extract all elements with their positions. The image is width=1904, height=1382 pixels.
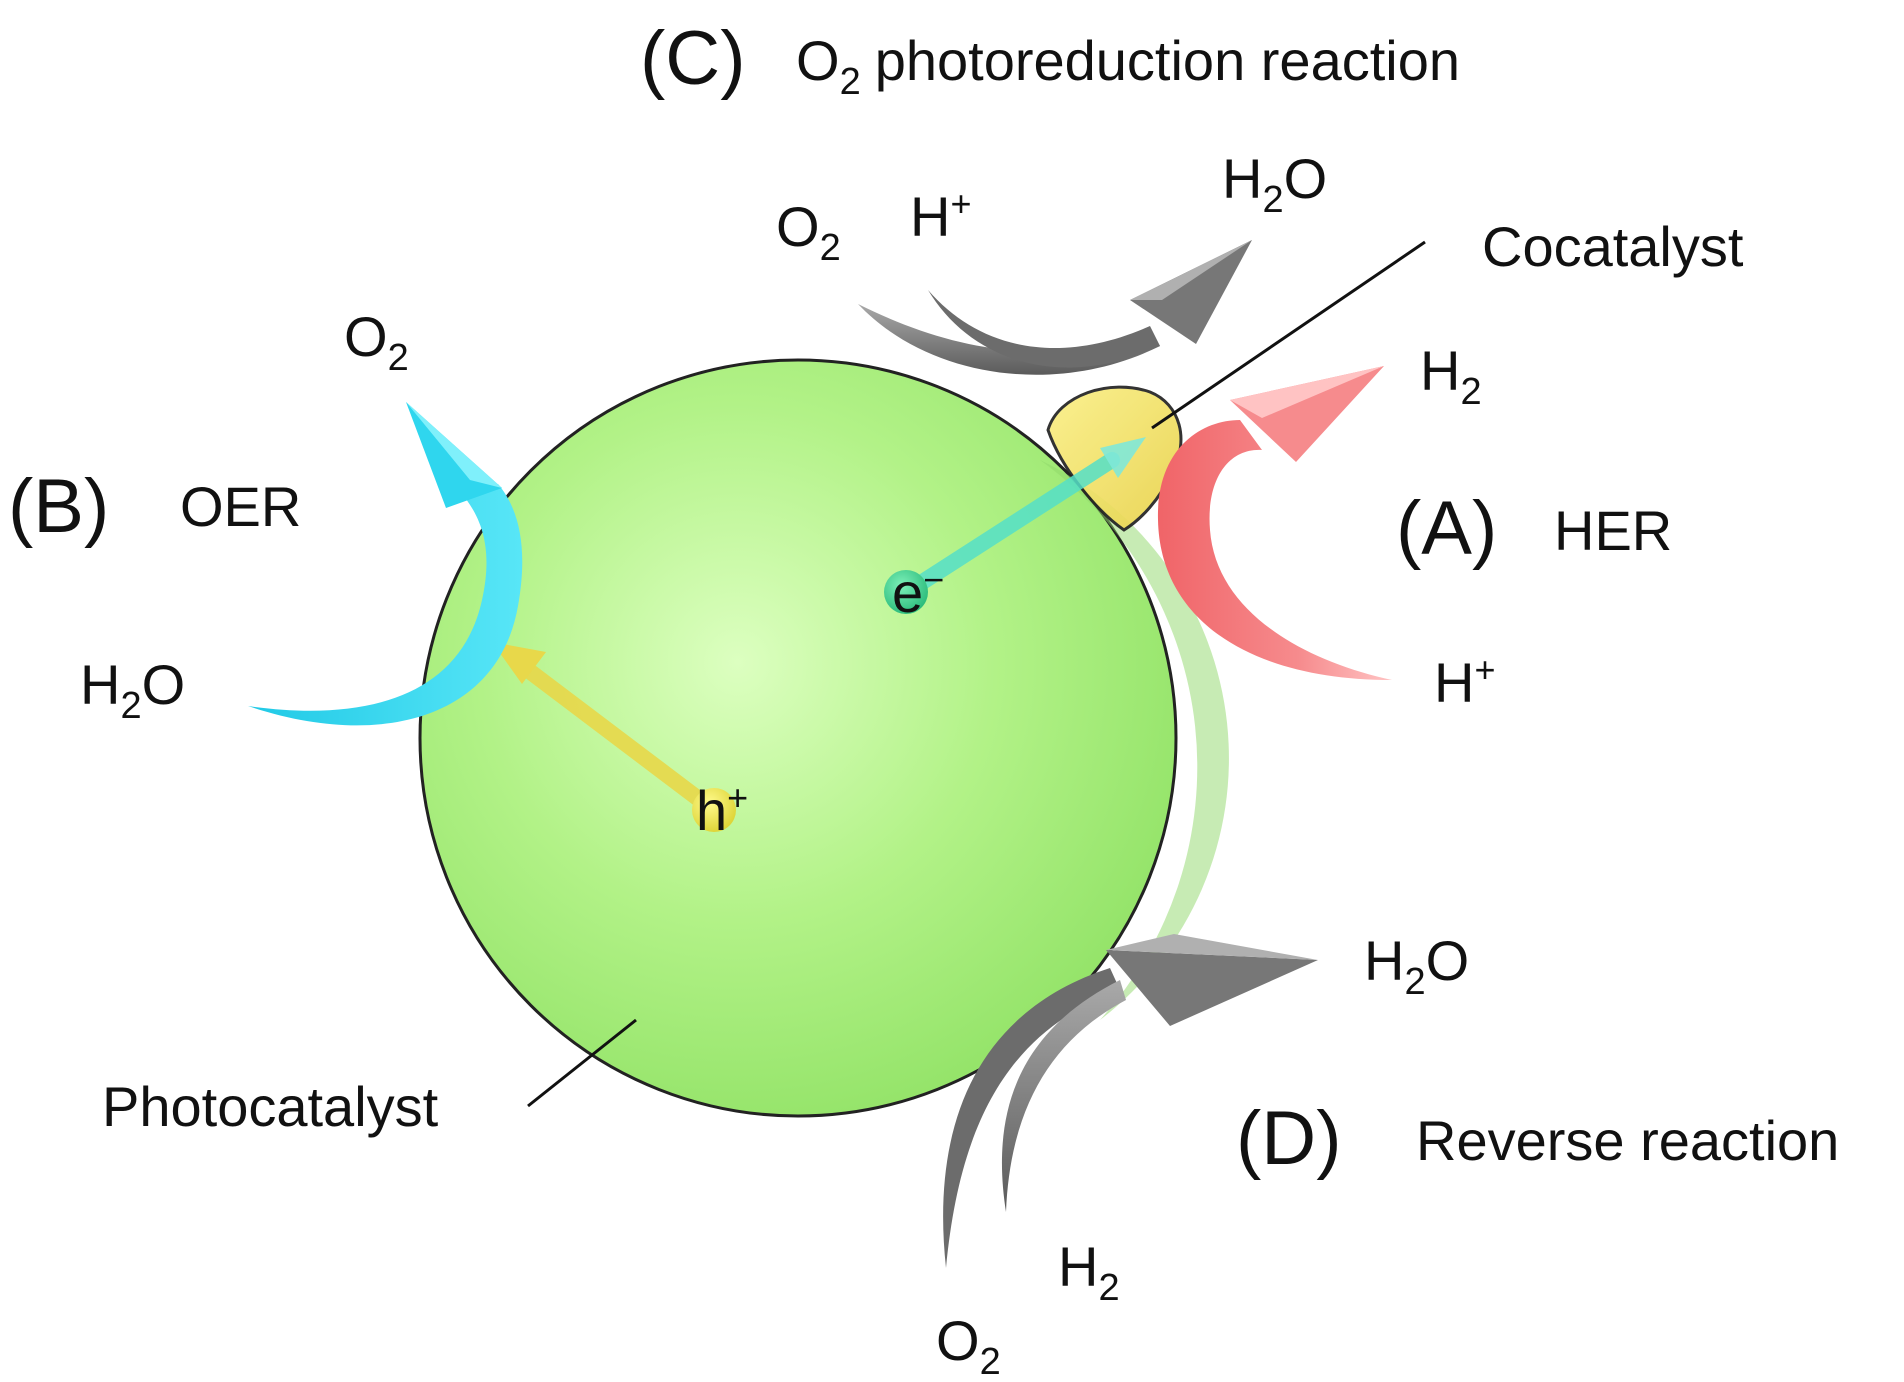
label-b-product-line: O2 [344,305,409,379]
label-photocatalyst: Photocatalyst [102,1075,439,1138]
label-a-product-h: H [1420,339,1460,402]
label-c-reactant-h-line: H+ [910,183,971,248]
label-electron-sup: − [923,559,944,600]
hole-transfer-arrow [492,642,708,808]
label-d-title: Reverse reaction [1416,1109,1839,1172]
label-a-title: HER [1554,499,1672,562]
label-a-product-line: H2 [1420,339,1482,413]
label-c-title-line: O2 photoreduction reaction [796,29,1460,103]
label-d-reactant-o: O [936,1309,980,1372]
label-c-product-line: H2O [1222,147,1327,221]
label-d-letter: (D) [1236,1096,1342,1181]
her-arrow [1157,366,1392,680]
label-b-reactant-o: O [142,653,186,716]
label-electron-line: e− [892,559,944,624]
label-c-reactant-o2-sub: 2 [820,227,841,269]
label-cocatalyst: Cocatalyst [1482,215,1744,278]
label-c-reactant-o2: O [776,195,820,258]
label-c-reactant-h-sup: + [950,183,971,224]
hole-dot [692,788,736,832]
label-b-reactant-h: H [80,653,120,716]
label-a-reactant-line: H+ [1434,649,1495,714]
label-c-product-h: H [1222,147,1262,210]
label-hole-line: h+ [696,777,748,842]
label-d-product-sub: 2 [1404,961,1425,1003]
label-b-product-o: O [344,305,388,368]
label-electron: e [892,561,923,624]
o2-photoreduction-arrow [858,240,1252,375]
label-c-product-o: O [1284,147,1328,210]
label-b-letter: (B) [8,464,109,549]
oer-arrow [248,402,523,726]
reverse-reaction-arrow [943,934,1318,1268]
label-c-reactant-o2-line: O2 [776,195,841,269]
photocatalyst-leader-line [527,1018,637,1108]
label-hole: h [696,779,727,842]
label-c-product-sub: 2 [1262,179,1283,221]
label-a-product-sub: 2 [1460,371,1481,413]
label-d-reactant-o-sub: 2 [980,1341,1001,1382]
label-c-o2-sub: 2 [840,61,861,103]
electron-transfer-arrow [902,437,1146,598]
label-c-o2: O [796,29,840,92]
label-a-reactant-h: H [1434,651,1474,714]
label-a-letter: (A) [1396,486,1497,571]
label-d-reactant-h: H [1058,1235,1098,1298]
label-b-reactant-line: H2O [80,653,185,727]
label-d-reactant-o2-line: O2 [936,1309,1001,1382]
label-c-reactant-h: H [910,185,950,248]
electron-dot [884,570,928,614]
label-b-product-sub: 2 [388,337,409,379]
label-d-product-h: H [1364,929,1404,992]
label-d-product-o: O [1426,929,1470,992]
label-d-product-line: H2O [1364,929,1469,1003]
label-d-reactant-h2-line: H2 [1058,1235,1120,1309]
label-hole-sup: + [727,777,748,818]
label-b-title: OER [180,475,301,538]
label-c-title: photoreduction reaction [875,29,1460,92]
label-d-reactant-h-sub: 2 [1098,1267,1119,1309]
label-b-reactant-sub: 2 [120,685,141,727]
cocatalyst-leader-line [1151,240,1426,430]
label-a-reactant-sup: + [1474,649,1495,690]
label-c-letter: (C) [640,16,746,101]
